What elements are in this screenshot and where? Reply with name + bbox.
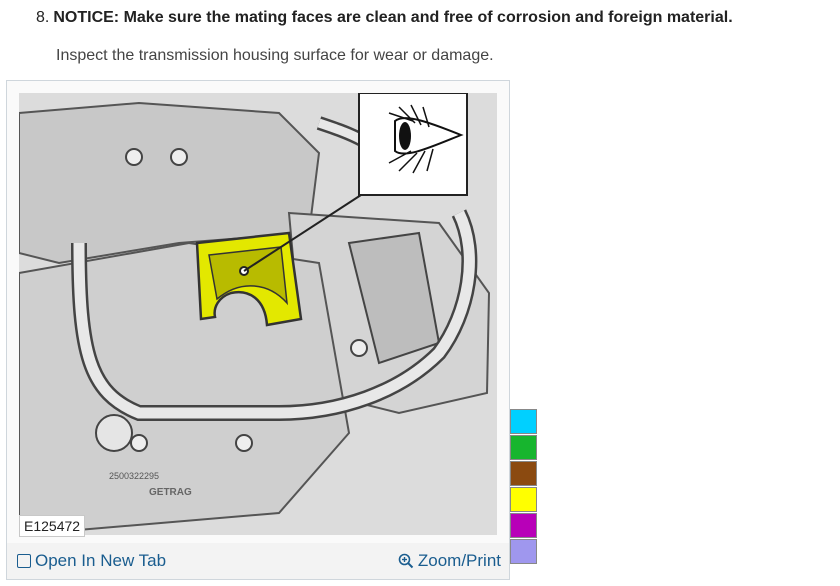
- figure-footer: Open In New Tab Zoom/Print: [7, 543, 509, 579]
- instruction-text: Inspect the transmission housing surface…: [56, 47, 494, 64]
- color-swatch: [510, 513, 537, 538]
- step-heading: 8.NOTICE: Make sure the mating faces are…: [36, 8, 733, 28]
- figure-panel: 2500322295 GETRAG E125472 Open In New Ta…: [6, 80, 510, 580]
- open-tab-icon: [17, 554, 31, 568]
- zoom-print-label: Zoom/Print: [417, 551, 501, 570]
- color-swatch: [510, 461, 537, 486]
- zoom-print-link[interactable]: Zoom/Print: [398, 551, 501, 571]
- figure-id-label: E125472: [19, 515, 86, 537]
- notice-text: NOTICE: Make sure the mating faces are c…: [53, 9, 733, 26]
- color-swatch: [510, 487, 537, 512]
- open-in-new-tab-link[interactable]: Open In New Tab: [17, 551, 166, 571]
- eye-icon: [388, 104, 464, 174]
- zoom-in-icon: [398, 553, 414, 569]
- color-swatch-strip: [510, 409, 537, 565]
- illustration-svg: 2500322295 GETRAG: [19, 93, 497, 535]
- transmission-illustration[interactable]: 2500322295 GETRAG: [19, 93, 497, 535]
- open-in-new-tab-label: Open In New Tab: [35, 551, 167, 570]
- color-swatch: [510, 539, 537, 564]
- color-swatch: [510, 435, 537, 460]
- step-number: 8.: [36, 9, 50, 26]
- casting-number: 2500322295: [109, 471, 159, 481]
- casting-brand: GETRAG: [149, 487, 192, 498]
- color-swatch: [510, 409, 537, 434]
